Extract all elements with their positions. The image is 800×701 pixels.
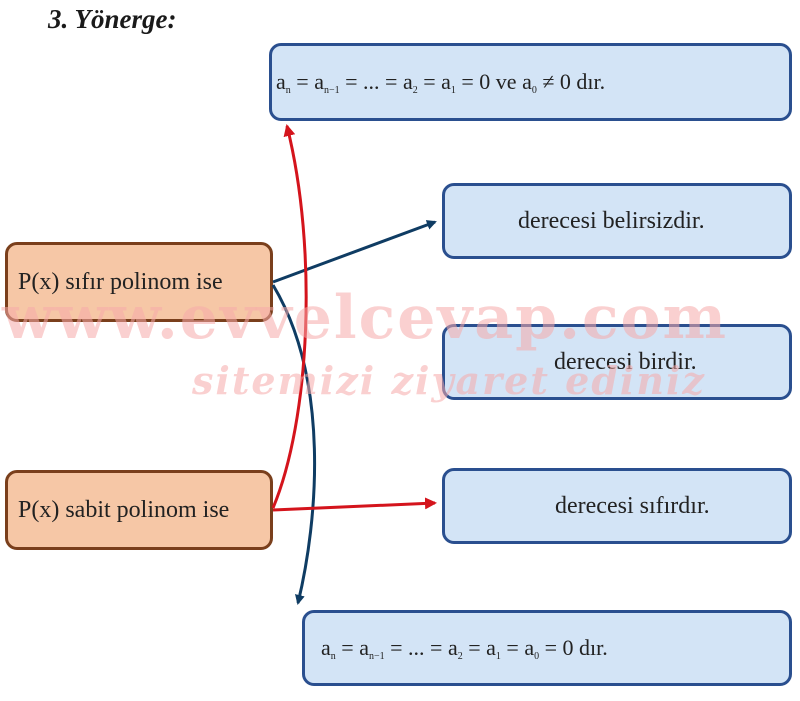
formula-bottom-text: an = an−1 = ... = a2 = a1 = a0 = 0 dır. [321,634,608,662]
arrow-constant-to-top-formula [271,124,308,509]
zero-polynomial-label: P(x) sıfır polinom ise [18,268,223,295]
watermark-visit: sitemizi ziyaret ediniz [192,358,706,403]
arrow-zero-to-bottom-formula [271,284,317,605]
degree-one-label: derecesi birdir. [554,348,697,375]
zero-polynomial-box: P(x) sıfır polinom ise [5,242,273,322]
degree-zero-box: derecesi sıfırdır. [442,468,792,544]
undefined-degree-label: derecesi belirsizdir. [518,207,705,234]
constant-polynomial-label: P(x) sabit polinom ise [18,496,230,523]
degree-one-box: derecesi birdir. [442,324,792,400]
formula-top-text: an = an−1 = ... = a2 = a1 = 0 ve a0 ≠ 0 … [276,68,606,96]
degree-zero-label: derecesi sıfırdır. [555,492,710,519]
formula-box-bottom: an = an−1 = ... = a2 = a1 = a0 = 0 dır. [302,610,792,686]
instruction-title: 3. Yönerge: [48,4,177,34]
constant-polynomial-box: P(x) sabit polinom ise [5,470,273,550]
arrow-zero-to-undefined [272,220,437,284]
watermark-site: www.evvelcevap.com [2,283,728,353]
undefined-degree-box: derecesi belirsizdir. [442,183,792,259]
arrow-constant-to-zero-degree [272,497,437,512]
formula-box-top: an = an−1 = ... = a2 = a1 = 0 ve a0 ≠ 0 … [269,43,792,121]
